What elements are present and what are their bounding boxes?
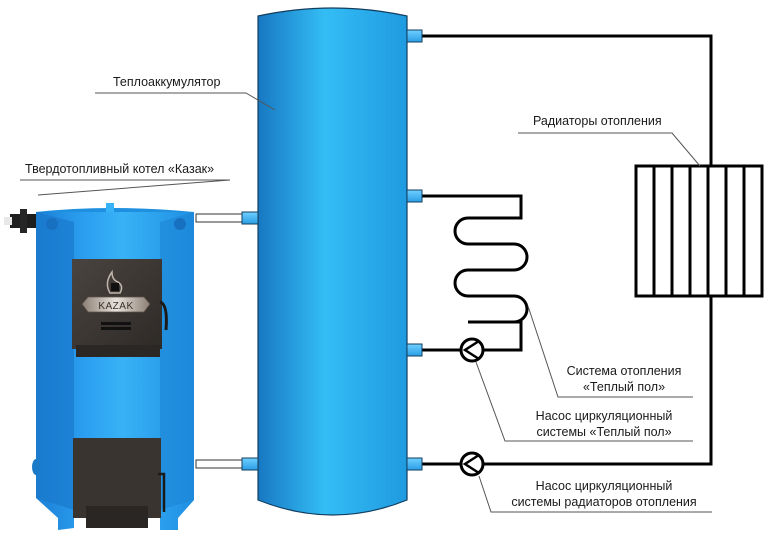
tank-nozzle-radiator-return [406, 457, 423, 471]
radiator-pump-label-line1: Насос циркуляционный [536, 479, 673, 493]
radiators-label: Радиаторы отопления [533, 114, 662, 128]
heat-accumulator-tank [257, 7, 408, 516]
tank-nozzle-floor-return [406, 343, 423, 357]
accumulator-label: Теплоаккумулятор [113, 75, 220, 89]
radiator [634, 164, 764, 298]
floor-heating-pump-icon [459, 337, 485, 363]
radiator-supply-pipe [421, 34, 713, 166]
ash-door [73, 438, 166, 528]
boiler-fitting-icon [4, 209, 36, 233]
floor-pump-label-line1: Насос циркуляционный [536, 409, 673, 423]
radiator-return-pipe [421, 296, 713, 466]
boiler-return-connection [195, 459, 247, 469]
loading-door: KAZAK [72, 259, 168, 357]
leader-radiator-pump [478, 475, 712, 513]
tank-nozzle-floor-supply [406, 189, 423, 203]
floor-supply-pipe [421, 194, 523, 220]
solid-fuel-boiler: KAZAK [4, 203, 194, 530]
leader-accumulator [95, 92, 276, 111]
boiler-supply-connection [195, 213, 247, 223]
leader-radiators [518, 132, 701, 167]
tank-nozzle-boiler-return [241, 457, 259, 471]
radiator-pump-icon [459, 451, 485, 477]
boiler-brand-text: KAZAK [98, 301, 133, 312]
leader-lines [20, 92, 712, 513]
tank-nozzle-top-right [406, 29, 423, 43]
radiator-pump-label-line2: системы радиаторов отопления [511, 495, 696, 509]
floor-heating-label-line2: «Теплый пол» [583, 380, 665, 394]
leader-floor-heating [527, 305, 693, 398]
tank-nozzle-boiler-supply [241, 211, 259, 225]
floor-heating-label-line1: Система отопления [567, 364, 682, 378]
floor-coil-bottom [468, 320, 523, 352]
leader-boiler [20, 179, 231, 196]
floor-pump-label-line2: системы «Теплый пол» [536, 425, 671, 439]
leader-floor-pump [475, 361, 693, 442]
floor-heating-coil [453, 216, 529, 324]
boiler-label: Твердотопливный котел «Казак» [25, 162, 214, 176]
